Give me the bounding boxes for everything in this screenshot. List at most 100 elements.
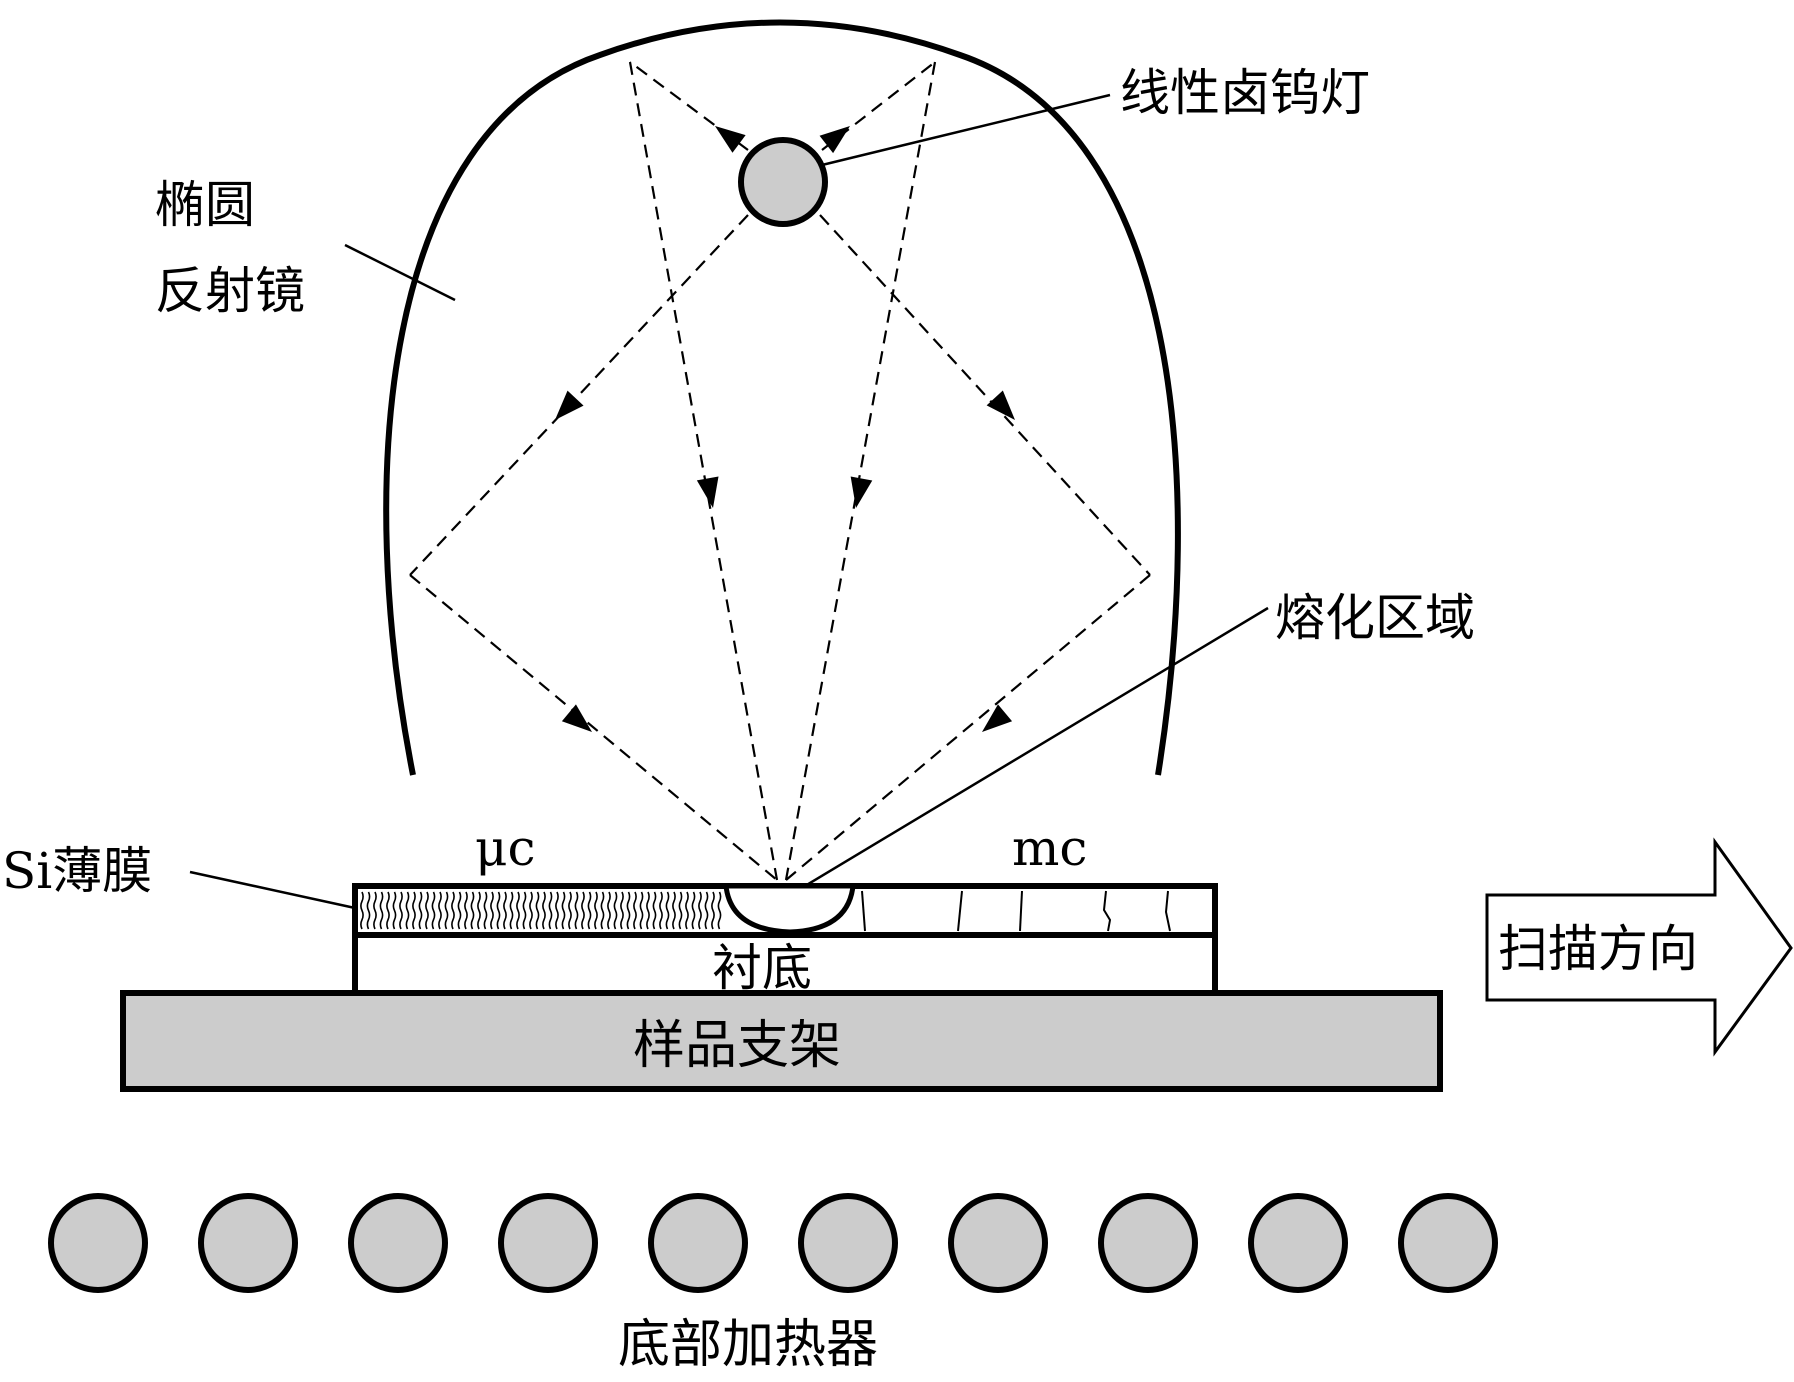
heater-element bbox=[1098, 1193, 1198, 1293]
leader-si-film bbox=[189, 870, 356, 910]
microcrystal-grain bbox=[503, 891, 507, 930]
microcrystal-grain bbox=[613, 891, 618, 930]
microcrystal-grain bbox=[438, 891, 442, 930]
grain-boundary bbox=[1102, 890, 1112, 932]
microcrystal-grain bbox=[555, 891, 559, 930]
microcrystal-grain bbox=[516, 891, 520, 930]
reflector-label-line2: 反射镜 bbox=[155, 262, 305, 320]
microcrystal-grain bbox=[496, 891, 501, 930]
microcrystal-grain bbox=[574, 891, 579, 930]
microcrystal-label: μc bbox=[475, 819, 536, 877]
microcrystal-grain bbox=[360, 891, 364, 930]
heater-element bbox=[48, 1193, 148, 1293]
heater-element bbox=[648, 1193, 748, 1293]
heater-element bbox=[198, 1193, 298, 1293]
microcrystal-grain bbox=[412, 891, 416, 930]
si-film-label: Si薄膜 bbox=[2, 842, 152, 900]
microcrystal-grain bbox=[529, 891, 533, 930]
microcrystal-grain bbox=[444, 891, 449, 930]
melt-zone-label: 熔化区域 bbox=[1275, 589, 1475, 647]
scan-direction-arrow bbox=[1485, 837, 1793, 1057]
microcrystal-grain bbox=[477, 891, 481, 930]
heater-element bbox=[798, 1193, 898, 1293]
sample-holder bbox=[120, 990, 1443, 1092]
arrowhead bbox=[715, 126, 746, 153]
microcrystal-grain bbox=[665, 891, 670, 930]
microcrystal-grain bbox=[464, 891, 468, 930]
ray-arrowheads bbox=[555, 126, 1015, 732]
ray-top-right-to-melt bbox=[784, 61, 937, 881]
heater-element bbox=[948, 1193, 1048, 1293]
microcrystal-grain bbox=[717, 891, 722, 930]
microcrystal-grain bbox=[542, 891, 546, 930]
arrowhead bbox=[986, 390, 1015, 420]
heater-element bbox=[348, 1193, 448, 1293]
microcrystal-grain bbox=[561, 891, 566, 930]
microcrystal-grain bbox=[620, 891, 624, 930]
microcrystal-grain bbox=[691, 891, 696, 930]
arrowhead bbox=[555, 390, 584, 420]
microcrystal-grain bbox=[418, 891, 423, 930]
microcrystal-grain bbox=[535, 891, 540, 930]
microcrystal-grain bbox=[633, 891, 637, 930]
substrate-label: 衬底 bbox=[712, 939, 812, 997]
microcrystal-grain bbox=[405, 891, 410, 930]
microcrystal-grain bbox=[457, 891, 462, 930]
halogen-lamp bbox=[738, 137, 828, 227]
melt-zone bbox=[723, 883, 856, 935]
microcrystal-grain bbox=[386, 891, 390, 930]
reflector-label-line1: 椭圆 bbox=[155, 176, 255, 234]
microcrystal-grain bbox=[568, 891, 572, 930]
microcrystal-grain bbox=[659, 891, 663, 930]
arrowhead bbox=[696, 476, 719, 508]
microcrystal-grain bbox=[425, 891, 429, 930]
arrowhead bbox=[561, 704, 592, 732]
microcrystal-grain bbox=[704, 891, 709, 930]
grain-boundary bbox=[1164, 890, 1171, 932]
ray-left-wall-to-melt bbox=[409, 574, 778, 881]
arrowhead bbox=[819, 126, 850, 154]
lamp-label: 线性卤钨灯 bbox=[1120, 64, 1370, 122]
microcrystal-grain bbox=[652, 891, 657, 930]
microcrystal-grain bbox=[470, 891, 475, 930]
ray-top-left-to-melt bbox=[628, 61, 779, 881]
microcrystal-grain bbox=[548, 891, 553, 930]
bottom-heater-label: 底部加热器 bbox=[618, 1315, 878, 1375]
microcrystal-grain bbox=[626, 891, 631, 930]
heater-element bbox=[1398, 1193, 1498, 1293]
microcrystal-grain bbox=[451, 891, 455, 930]
microcrystal-grain bbox=[685, 891, 689, 930]
microcrystal-grain bbox=[646, 891, 650, 930]
microcrystal-grain bbox=[366, 891, 371, 930]
leader-reflector bbox=[344, 243, 456, 302]
elliptical-reflector bbox=[383, 19, 1181, 776]
microcrystal-grain bbox=[379, 891, 384, 930]
microcrystalline-texture bbox=[360, 891, 722, 930]
heater-element bbox=[498, 1193, 598, 1293]
microcrystal-grain bbox=[600, 891, 605, 930]
grain-boundary bbox=[1019, 890, 1023, 932]
microcrystal-grain bbox=[373, 891, 377, 930]
microcrystal-grain bbox=[587, 891, 592, 930]
microcrystal-grain bbox=[698, 891, 702, 930]
microcrystal-grain bbox=[522, 891, 527, 930]
arrowhead bbox=[982, 704, 1013, 732]
microcrystal-grain bbox=[678, 891, 683, 930]
leader-lamp bbox=[821, 93, 1111, 167]
ray-lamp-to-left-wall bbox=[409, 214, 749, 576]
ray-right-wall-to-melt bbox=[785, 574, 1151, 881]
microcrystal-grain bbox=[392, 891, 397, 930]
ray-lamp-to-right-wall bbox=[819, 214, 1151, 576]
microcrystal-grain bbox=[594, 891, 598, 930]
holder-label: 样品支架 bbox=[633, 1016, 841, 1076]
microcrystal-grain bbox=[639, 891, 644, 930]
scan-direction-label: 扫描方向 bbox=[1498, 920, 1698, 978]
microcrystal-grain bbox=[490, 891, 494, 930]
microcrystal-grain bbox=[431, 891, 436, 930]
microcrystal-grain bbox=[581, 891, 585, 930]
arrowhead bbox=[850, 476, 873, 508]
multicrystal-label: mc bbox=[1012, 819, 1087, 877]
heater-element bbox=[1248, 1193, 1348, 1293]
grain-boundary bbox=[861, 890, 866, 932]
